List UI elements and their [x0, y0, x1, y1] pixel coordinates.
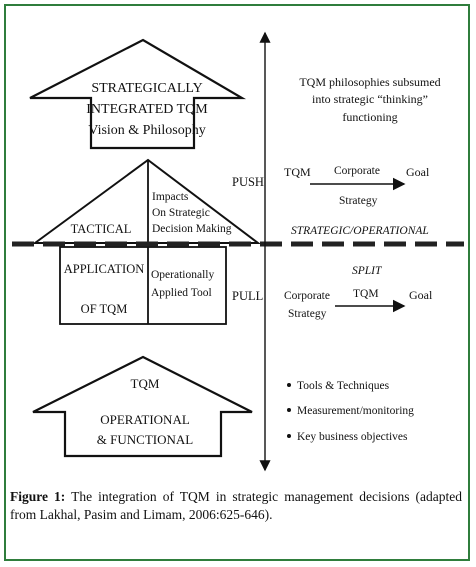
push-label: PUSH [232, 175, 264, 189]
figure-caption: Figure 1: The integration of TQM in stra… [10, 488, 462, 524]
operational-house-line3: & FUNCTIONAL [97, 432, 193, 447]
pull-label: PULL [232, 289, 263, 303]
bullet-dot [287, 383, 291, 387]
push-flow-to: Goal [406, 165, 430, 179]
figure-caption-text: The integration of TQM in strategic mana… [10, 489, 463, 522]
bullet-dot [287, 434, 291, 438]
bullet-dot [287, 408, 291, 412]
philosophy-text: TQM philosophies subsumed into strategic… [299, 75, 440, 124]
tool-line2: Applied Tool [151, 287, 212, 299]
push-flow-from: TQM [284, 165, 311, 179]
figure-label: Figure 1: [10, 489, 66, 504]
operational-house: TQM OPERATIONAL & FUNCTIONAL [32, 355, 253, 458]
philosophy-line1: TQM philosophies subsumed [299, 75, 440, 89]
pull-flow-middle: TQM [353, 288, 379, 300]
push-flow-middle-top: Corporate [334, 165, 380, 177]
strategic-house-line2: INTEGRATED TQM [86, 102, 208, 117]
bullet-list: Tools & Techniques Measurement/monitorin… [287, 380, 414, 443]
strategic-house-line1: STRATEGICALLY [91, 81, 202, 96]
split-label: SPLIT [352, 265, 383, 277]
application-line1: APPLICATION [64, 262, 145, 276]
strategic-house-line3: Vision & Philosophy [88, 123, 205, 138]
application-line2: OF TQM [81, 302, 128, 316]
tactical-roof: TACTICAL Impacts On Strategic Decision M… [31, 158, 261, 244]
impacts-line3: Decision Making [152, 223, 232, 235]
pull-flow: Corporate Strategy TQM Goal [284, 288, 433, 320]
push-flow: TQM Corporate Goal Strategy [284, 165, 430, 207]
philosophy-line3: functioning [342, 110, 397, 124]
application-box: APPLICATION OF TQM Operationally Applied… [59, 246, 227, 325]
tool-line1: Operationally [151, 269, 214, 281]
tactical-label: TACTICAL [71, 222, 132, 236]
impacts-line2: On Strategic [152, 207, 210, 219]
philosophy-line2: into strategic “thinking” [312, 92, 428, 106]
operational-house-line2: OPERATIONAL [100, 412, 190, 427]
impacts-line1: Impacts [152, 191, 189, 203]
push-flow-middle-bottom: Strategy [339, 195, 378, 207]
pull-flow-from-bottom: Strategy [288, 308, 327, 320]
bullet-item: Measurement/monitoring [297, 405, 414, 417]
divider-label: STRATEGIC/OPERATIONAL [291, 225, 429, 237]
operational-house-line1: TQM [131, 376, 160, 391]
pull-flow-from-top: Corporate [284, 290, 330, 302]
strategic-house: STRATEGICALLY INTEGRATED TQM Vision & Ph… [29, 38, 247, 150]
bullet-item: Tools & Techniques [297, 380, 390, 392]
pull-flow-to: Goal [409, 288, 433, 302]
bullet-item: Key business objectives [297, 431, 408, 443]
